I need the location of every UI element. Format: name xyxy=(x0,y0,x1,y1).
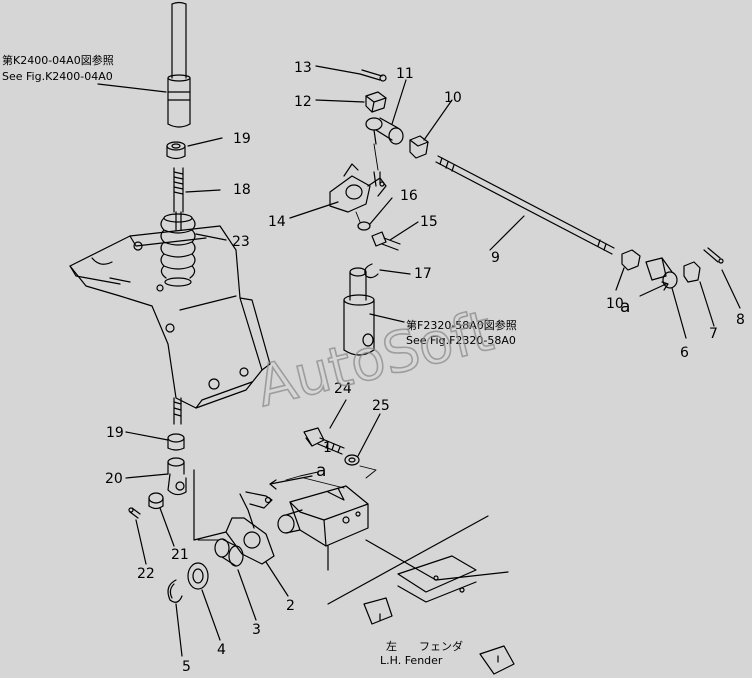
nut-10-upper xyxy=(409,135,429,159)
callout-25: 25 xyxy=(372,398,390,414)
rod-end-6 xyxy=(645,257,678,289)
washer-16 xyxy=(357,221,371,231)
pin-13 xyxy=(359,69,387,82)
pin-22 xyxy=(128,507,141,519)
callout-11: 11 xyxy=(396,66,414,82)
callout-21: 21 xyxy=(171,547,189,563)
snap-ring-17 xyxy=(364,263,379,279)
callout-2: 2 xyxy=(286,598,295,614)
callout-10-lower: 10 xyxy=(606,296,624,312)
nut-21 xyxy=(148,492,164,510)
callout-18: 18 xyxy=(233,182,251,198)
reference-notes: 第K2400-04A0図参照 See Fig.K2400-04A0 第F2320… xyxy=(2,53,517,667)
callout-5: 5 xyxy=(182,659,191,675)
lower-rod xyxy=(173,397,182,425)
marker-a-lower: a xyxy=(316,461,326,481)
callout-19-upper: 19 xyxy=(233,131,251,147)
callout-8: 8 xyxy=(736,312,745,328)
nut-12 xyxy=(365,91,387,113)
note-k2400-en: See Fig.K2400-04A0 xyxy=(2,70,113,83)
note-f2320-jp: 第F2320-58A0図参照 xyxy=(406,318,517,332)
nut-19-upper xyxy=(166,141,186,160)
marker-a-upper: a xyxy=(620,297,630,317)
lever-14 xyxy=(329,163,387,213)
callout-7: 7 xyxy=(709,326,718,342)
callout-22: 22 xyxy=(137,566,155,582)
nut-10-lower xyxy=(621,249,641,271)
callout-19-lower: 19 xyxy=(106,425,124,441)
rod-end-11 xyxy=(365,117,404,145)
callout-13: 13 xyxy=(294,60,312,76)
callout-20: 20 xyxy=(105,471,123,487)
snap-ring-5 xyxy=(167,579,183,603)
callout-6: 6 xyxy=(680,345,689,361)
shaft-f2320 xyxy=(343,267,375,356)
callout-23: 23 xyxy=(232,234,250,250)
leader-lines xyxy=(97,65,741,657)
rod-18 xyxy=(173,167,184,231)
boot-23 xyxy=(160,213,196,287)
callout-4: 4 xyxy=(217,642,226,658)
lever-2 xyxy=(193,469,275,565)
callout-3: 3 xyxy=(252,622,261,638)
callout-9: 9 xyxy=(491,250,500,266)
switch-housing-1 xyxy=(277,485,369,547)
callout-10-upper: 10 xyxy=(444,90,462,106)
callout-1: 1 xyxy=(323,440,332,456)
bolt-15 xyxy=(371,231,401,251)
note-k2400-jp: 第K2400-04A0図参照 xyxy=(2,53,114,67)
note-f2320-en: See Fig.F2320-58A0 xyxy=(406,334,516,347)
note-fender-en: L.H. Fender xyxy=(380,654,443,667)
rod-9 xyxy=(435,155,615,255)
bolt-24 xyxy=(303,427,345,455)
bracket-plate xyxy=(69,225,271,409)
callout-17: 17 xyxy=(414,266,432,282)
callout-labels: 1 2 3 4 5 6 7 8 9 10 10 11 12 13 14 15 1… xyxy=(105,60,745,675)
callout-16: 16 xyxy=(400,188,418,204)
washer-4 xyxy=(187,562,209,590)
callout-15: 15 xyxy=(420,214,438,230)
washer-25 xyxy=(344,454,360,466)
arrow-a-lower xyxy=(269,475,313,490)
pin-8 xyxy=(703,247,724,264)
callout-24: 24 xyxy=(334,381,352,397)
assembly-lines xyxy=(197,143,379,541)
callout-14: 14 xyxy=(268,214,286,230)
arrow-a-upper xyxy=(639,281,669,297)
nut-19-lower xyxy=(167,433,185,451)
nut-7 xyxy=(683,261,701,283)
note-fender-jp: 左 フェンダ xyxy=(386,639,463,653)
fender-outline xyxy=(327,515,515,675)
callout-12: 12 xyxy=(294,94,312,110)
rod-end-20 xyxy=(167,457,187,496)
collar-3 xyxy=(214,538,244,567)
upper-lever-rod xyxy=(167,1,191,128)
